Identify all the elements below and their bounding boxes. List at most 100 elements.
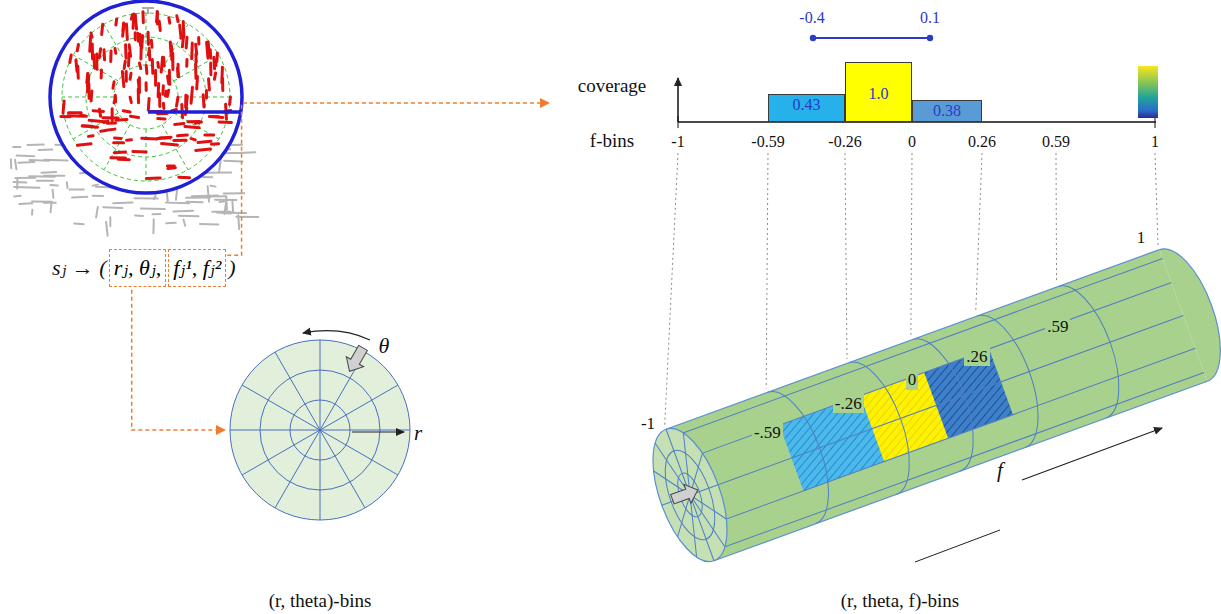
polar-bins-disk: [230, 331, 410, 520]
stroke: [219, 120, 231, 124]
stroke: [147, 99, 151, 110]
formula-text: ): [228, 255, 235, 280]
stroke: [52, 190, 55, 198]
guide-line: [1056, 153, 1058, 283]
stroke: [188, 120, 199, 123]
stroke: [106, 222, 108, 236]
stroke: [211, 142, 218, 146]
stroke: [162, 144, 178, 145]
stroke: [90, 91, 94, 101]
stroke: [154, 70, 157, 85]
stroke: [184, 95, 187, 107]
stroke: [29, 175, 55, 178]
node-text: 0.43: [769, 96, 844, 114]
stroke: [18, 161, 34, 164]
stroke: [61, 115, 70, 118]
stroke: [88, 134, 93, 138]
stroke: [68, 111, 81, 114]
stroke: [275, 430, 320, 508]
dashed-box: fⱼ¹, fⱼ²: [168, 249, 226, 286]
guide-line: [665, 153, 678, 425]
histogram-bar: 1.0: [845, 62, 912, 122]
coverage-histogram: [678, 38, 1158, 128]
caption-text: (r, theta, f)-bins: [841, 590, 959, 612]
stroke: [138, 34, 142, 45]
bin-edge-label: 0: [906, 370, 919, 390]
stroke: [156, 11, 159, 24]
stroke: [320, 430, 398, 475]
stroke: [711, 372, 1204, 552]
stroke: [320, 340, 321, 430]
stroke: [152, 213, 160, 215]
stroke: [74, 222, 83, 225]
node-text: 1.0: [846, 85, 911, 103]
stroke: [139, 63, 140, 69]
stroke: [191, 87, 192, 103]
stroke: [104, 125, 130, 170]
stroke: [123, 111, 130, 112]
stroke: [37, 180, 53, 182]
stroke: [72, 196, 87, 199]
stroke: [41, 171, 56, 174]
leader-line: [132, 290, 224, 430]
stroke: [100, 70, 103, 78]
stroke: [205, 133, 214, 136]
stroke: [208, 195, 226, 197]
stroke: [135, 214, 143, 217]
dashed-box: rⱼ, θⱼ,: [109, 249, 167, 286]
stroke: [151, 60, 155, 74]
stroke: [146, 129, 147, 181]
formula-text: sⱼ → (: [52, 255, 107, 280]
stroke: [156, 63, 160, 68]
bins-cylinder: [638, 239, 1221, 571]
stroke: [232, 144, 242, 146]
stroke: [27, 143, 43, 146]
stroke: [148, 48, 152, 59]
stroke: [168, 166, 175, 170]
stroke: [10, 159, 12, 168]
stroke: [195, 76, 199, 88]
bin-edge-label: -1: [641, 414, 655, 434]
guide-line: [1155, 153, 1158, 246]
stroke: [44, 202, 56, 204]
stroke: [275, 352, 320, 430]
stroke: [320, 430, 321, 520]
stroke: [159, 21, 160, 30]
stroke: [207, 79, 211, 90]
stroke: [102, 24, 103, 34]
stroke: [177, 97, 178, 106]
stroke: [50, 202, 53, 212]
stroke: [178, 134, 188, 138]
stroke: [101, 129, 106, 133]
stroke: [66, 182, 69, 188]
guide-line: [766, 153, 768, 389]
tick-label: -1: [671, 133, 684, 151]
stroke: [106, 129, 115, 130]
stroke: [186, 201, 202, 203]
stroke: [209, 50, 213, 58]
stroke: [77, 144, 91, 145]
tick-label: 0: [908, 133, 916, 151]
stroke: [198, 141, 211, 142]
stroke: [185, 60, 188, 67]
stroke: [44, 159, 67, 162]
stroke: [114, 19, 118, 25]
stroke: [17, 155, 34, 158]
interval-label: 0.1: [920, 9, 940, 27]
stroke: [207, 42, 208, 58]
stroke: [130, 116, 138, 117]
axis-title: f-bins: [590, 130, 634, 152]
stroke: [13, 181, 26, 184]
stroke: [228, 97, 232, 104]
stroke: [171, 54, 174, 70]
stroke: [111, 156, 125, 159]
caption-text: (r, theta)-bins: [269, 590, 372, 612]
tick-label: -0.59: [751, 133, 784, 151]
stroke: [214, 73, 215, 79]
stroke: [63, 101, 64, 113]
stroke: [91, 46, 92, 52]
stroke: [231, 200, 234, 213]
stroke: [320, 430, 365, 508]
stroke: [208, 186, 209, 201]
stroke: [145, 83, 148, 91]
